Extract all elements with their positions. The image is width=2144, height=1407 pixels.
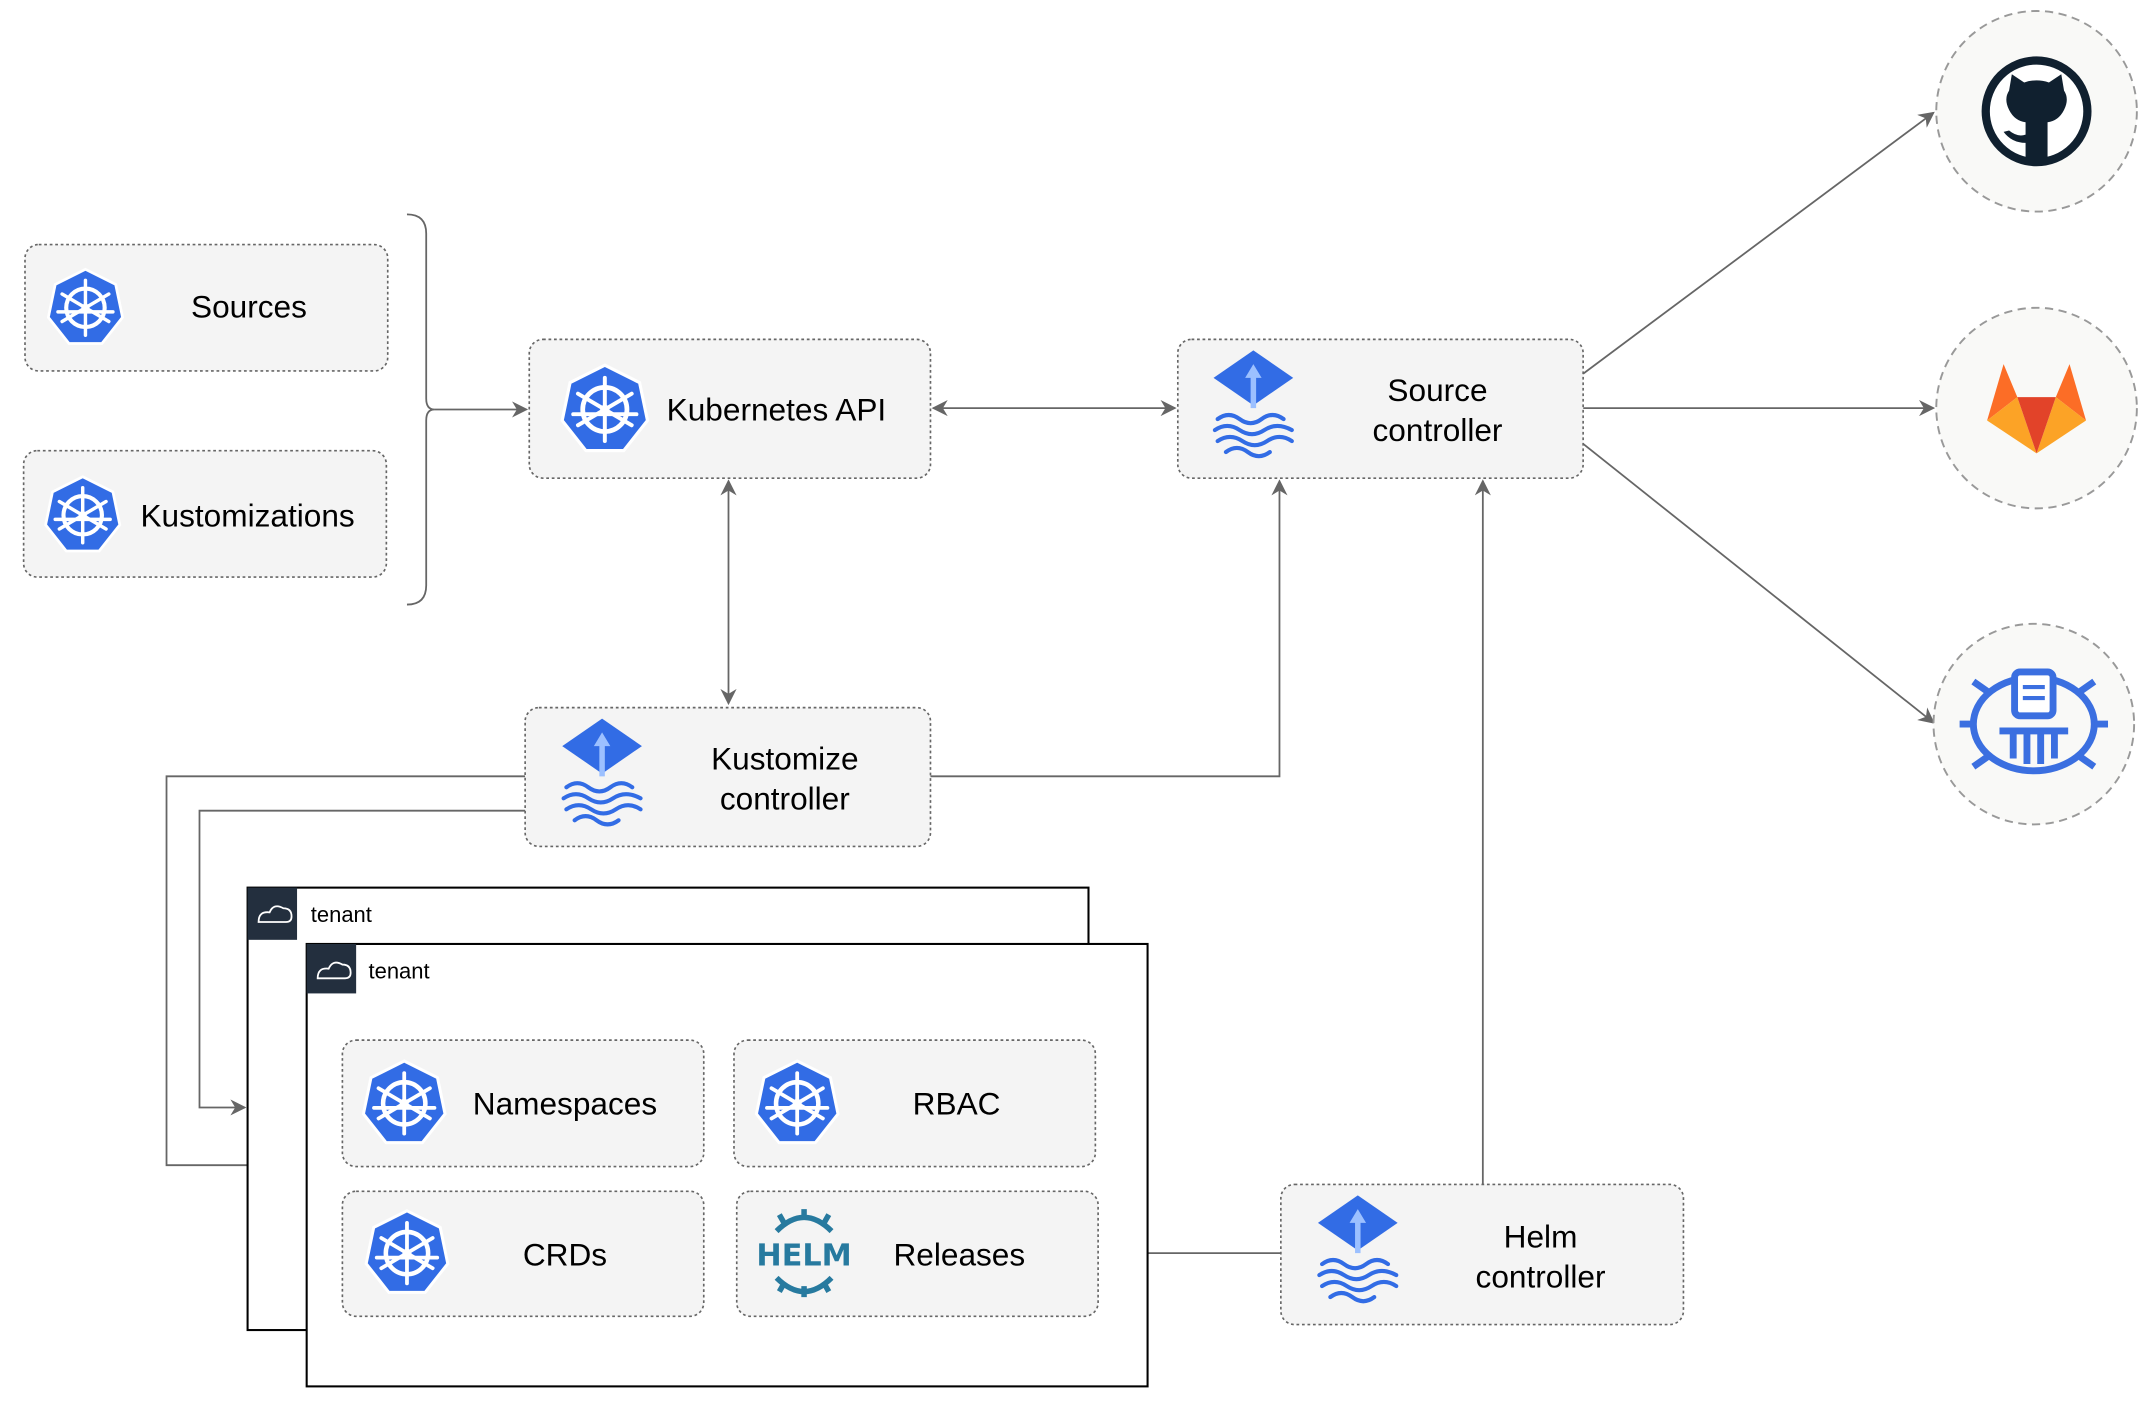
bucket-icon [1959, 668, 2109, 775]
edge-kustomize-to-tenant-back [198, 809, 526, 1116]
namespaces-label: Namespaces [473, 1085, 657, 1121]
bucket-node[interactable] [1932, 622, 2136, 826]
namespaces-node[interactable]: Namespaces [341, 1039, 705, 1168]
rbac-label: RBAC [913, 1085, 1001, 1121]
source-controller-node[interactable]: Source controller [1176, 338, 1584, 479]
gitlab-node[interactable] [1935, 306, 2138, 510]
releases-label: Releases [893, 1236, 1025, 1272]
rbac-node[interactable]: RBAC [733, 1039, 1097, 1168]
helm-logo-text: HELM [756, 1238, 851, 1273]
tenant-label: tenant [369, 958, 430, 983]
kustomizations-node[interactable]: Kustomizations [22, 449, 388, 578]
edge-kustomize-to-tenant-front [165, 775, 526, 1174]
kustomize-controller-label-2: controller [720, 780, 850, 816]
grouping-brace [406, 213, 435, 606]
source-controller-label-1: Source [1387, 372, 1487, 408]
crds-label: CRDs [523, 1236, 607, 1272]
helm-controller-label-2: controller [1476, 1258, 1606, 1294]
cloud-icon [247, 887, 298, 940]
sources-label: Sources [191, 288, 307, 324]
kustomize-controller-node[interactable]: Kustomize controller [524, 706, 932, 848]
edge-source-to-github [1582, 111, 1935, 375]
kustomizations-label: Kustomizations [140, 497, 354, 533]
sources-node[interactable]: Sources [24, 243, 389, 372]
crds-node[interactable]: CRDs [341, 1190, 705, 1318]
tenant-label: tenant [311, 902, 372, 927]
kustomize-controller-label-1: Kustomize [711, 740, 858, 776]
gitlab-icon [1987, 364, 2087, 454]
edge-source-to-bucket [1582, 443, 1935, 724]
cloud-icon [306, 943, 357, 994]
kubernetes-api-label: Kubernetes API [667, 391, 887, 427]
helm-controller-node[interactable]: Helm controller [1280, 1183, 1685, 1326]
releases-node[interactable]: HELM Releases [735, 1190, 1099, 1318]
source-controller-label-2: controller [1373, 412, 1503, 448]
helm-controller-label-1: Helm [1504, 1219, 1578, 1255]
github-node[interactable] [1935, 10, 2138, 213]
kubernetes-api-node[interactable]: Kubernetes API [528, 338, 932, 479]
github-icon [1981, 56, 2092, 167]
helm-icon: HELM [756, 1209, 852, 1298]
edge-kustomize-to-source [930, 479, 1288, 778]
